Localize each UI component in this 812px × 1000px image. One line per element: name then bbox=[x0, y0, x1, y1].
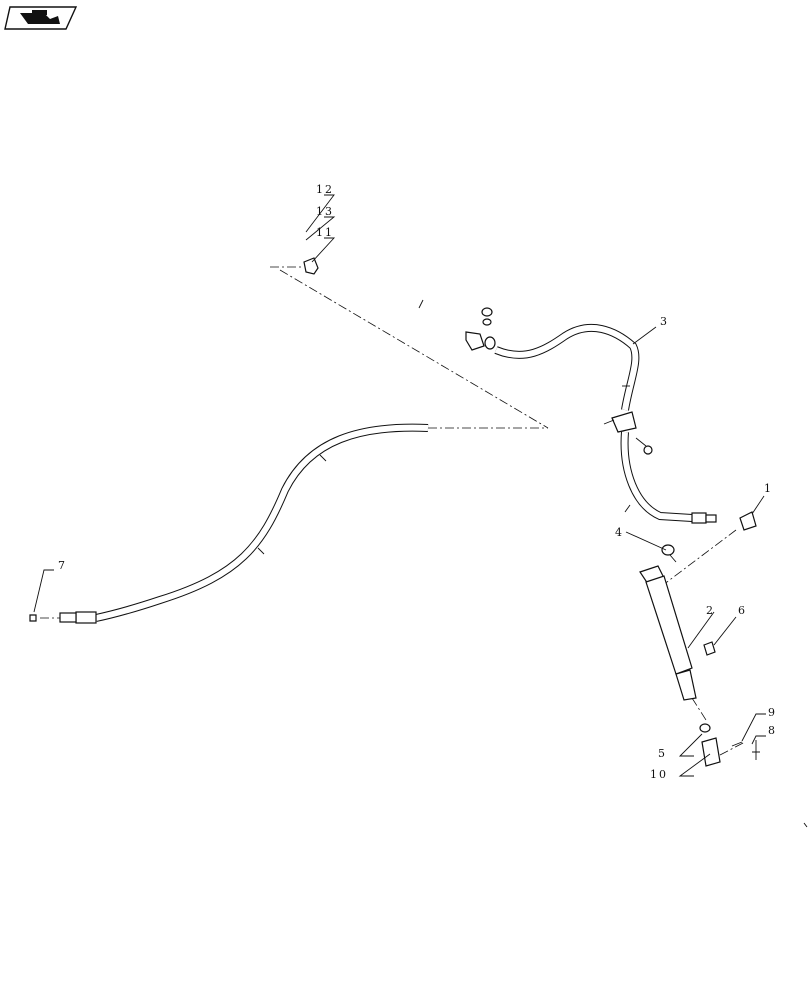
next-page-arrow-icon[interactable] bbox=[4, 6, 78, 30]
callout-10: 10 bbox=[650, 768, 668, 781]
callouts: 12 13 11 3 1 4 2 6 7 9 8 5 10 bbox=[58, 183, 777, 781]
callout-13: 13 bbox=[316, 205, 334, 218]
callout-6: 6 bbox=[738, 604, 747, 617]
callout-9: 9 bbox=[768, 706, 777, 719]
callout-5: 5 bbox=[658, 747, 667, 760]
callout-4: 4 bbox=[615, 526, 624, 539]
upper-tube-assembly bbox=[303, 257, 757, 531]
hydraulic-cylinder bbox=[639, 544, 760, 767]
alignment-lines bbox=[40, 266, 746, 756]
leader-lines bbox=[33, 194, 766, 777]
callout-2: 2 bbox=[706, 604, 715, 617]
callout-3: 3 bbox=[660, 315, 669, 328]
callout-7: 7 bbox=[58, 559, 67, 572]
callout-8: 8 bbox=[768, 724, 777, 737]
lower-hose bbox=[29, 423, 429, 624]
callout-1: 1 bbox=[764, 482, 773, 495]
callout-11: 11 bbox=[316, 226, 334, 239]
callout-12: 12 bbox=[316, 183, 334, 196]
corner-mark bbox=[803, 822, 808, 828]
